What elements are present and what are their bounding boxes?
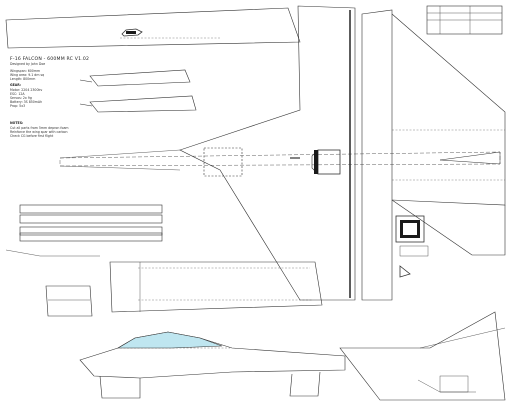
side-panel-small bbox=[5, 249, 100, 317]
vertical-fin bbox=[339, 311, 506, 401]
motor-pod-parts bbox=[79, 69, 197, 113]
gear-line: Battery: 3S 850mAh bbox=[10, 100, 43, 104]
plan-title: F-16 FALCON - 600MM RC V1.02 bbox=[10, 57, 90, 62]
spec-line-wing-area: Wing area: 9.1 dm sq bbox=[10, 73, 45, 77]
canopy-shape bbox=[116, 331, 223, 349]
fuselage-side-profile bbox=[79, 331, 346, 399]
notes-line: Check CG before first flight bbox=[10, 134, 54, 138]
plan-subtitle: Designed by John Doe bbox=[10, 62, 46, 66]
spec-line-length: Length: 800mm bbox=[10, 77, 36, 81]
scale-ruler bbox=[426, 5, 503, 35]
gear-heading: GEAR: bbox=[10, 83, 21, 87]
gear-line: Motor: 2204 2300kv bbox=[10, 88, 43, 92]
gear-line: Prop: 5x3 bbox=[10, 104, 26, 108]
template-label-boxes bbox=[19, 204, 163, 242]
gear-line: ESC: 12A bbox=[10, 92, 25, 96]
servo-parts bbox=[395, 215, 429, 278]
notes-line: Reinforce the wing spar with carbon bbox=[10, 130, 68, 134]
spec-line-wingspan: Wingspan: 600mm bbox=[10, 69, 41, 73]
wing-panel-bottom bbox=[109, 261, 323, 313]
notes-heading: NOTES: bbox=[10, 121, 24, 125]
aircraft-planform-top-view bbox=[59, 5, 506, 301]
gear-line: Servos: 2x 9g bbox=[10, 96, 32, 100]
fuselage-side-strip bbox=[5, 7, 301, 49]
notes-line: Cut all parts from 5mm depron foam bbox=[10, 126, 69, 130]
